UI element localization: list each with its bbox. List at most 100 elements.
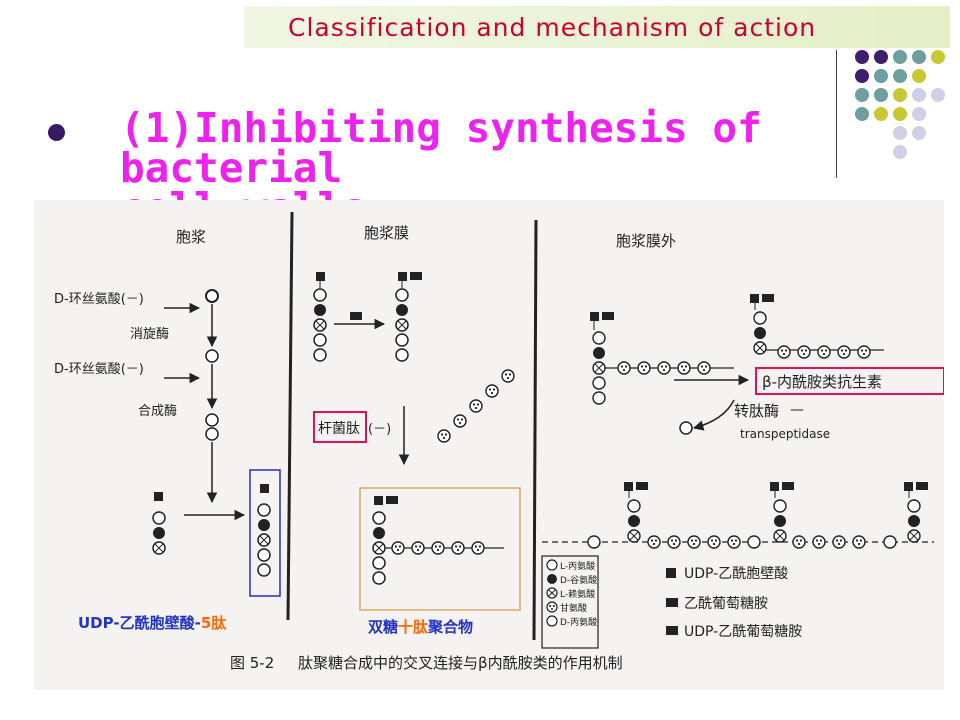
diagram-shape <box>797 542 801 546</box>
glycine-node <box>471 541 485 555</box>
glycine-node <box>832 535 846 549</box>
diagram-shape <box>822 352 826 356</box>
chain-node <box>396 304 408 316</box>
decor-dot <box>931 88 945 102</box>
crosslink-lower <box>542 482 934 549</box>
diagram-shape <box>664 365 668 368</box>
diagram-shape <box>682 368 686 372</box>
diagram-shape <box>837 542 841 546</box>
legend-d-ala: D-丙氨酸 <box>560 616 597 628</box>
chain-node <box>602 312 614 320</box>
diagram-shape <box>820 349 824 352</box>
decor-dot <box>893 88 907 102</box>
diagram-shape <box>732 542 736 546</box>
diagram-shape <box>454 545 458 548</box>
diagram-shape <box>839 539 843 542</box>
diagram-shape <box>476 403 480 406</box>
chain-node <box>774 515 786 527</box>
chain-node <box>313 288 327 302</box>
glycine-node <box>437 429 451 443</box>
diagram-shape <box>620 365 624 368</box>
diagram-shape <box>394 545 398 548</box>
decor-dot <box>874 69 888 83</box>
diagram-shape <box>844 349 848 352</box>
label-cytoplasm: 胞浆 <box>176 228 206 246</box>
diagram-shape <box>824 349 828 352</box>
legend-l-ala: L-丙氨酸 <box>560 560 595 572</box>
legend-gly: 甘氨酸 <box>560 602 587 614</box>
chain-node <box>395 333 409 347</box>
chain-node-x <box>372 541 386 555</box>
chain-node <box>372 556 386 570</box>
nag-marker <box>350 312 362 320</box>
diagram-shape <box>710 539 714 542</box>
diagram-shape <box>629 531 639 541</box>
decor-dot <box>893 69 907 83</box>
diagram-shape <box>815 539 819 542</box>
glycine-node <box>777 345 791 359</box>
chain-node-x <box>257 533 271 547</box>
label-cycloserine-2: D-环丝氨酸(－) <box>54 362 144 377</box>
legend-icon-l-lys <box>546 587 558 599</box>
diagram-shape <box>440 433 444 436</box>
chain-node <box>410 272 422 280</box>
legend-udp-nam: UDP-乙酰胞壁酸 <box>684 566 788 582</box>
chain-node <box>374 496 383 505</box>
diagram-shape <box>835 539 839 542</box>
legend-l-lys: L-赖氨酸 <box>560 588 595 600</box>
diagram-shape <box>909 531 919 541</box>
chain-node <box>395 288 409 302</box>
chain-node <box>747 535 761 549</box>
glycine-node <box>485 384 499 398</box>
chain-node <box>398 272 407 281</box>
glycine-node <box>697 361 711 375</box>
chain-node <box>883 535 897 549</box>
label-outside: 胞浆膜外 <box>616 232 676 250</box>
legend-icon-udp-nag <box>666 626 678 635</box>
glycine-node <box>453 414 467 428</box>
chain-node <box>587 535 601 549</box>
diagram-shape <box>438 545 442 548</box>
diagram-shape <box>640 365 644 368</box>
diagram-shape <box>396 548 400 552</box>
diagram-shape <box>855 539 859 542</box>
heading-line-1: (1)Inhibiting synthesis of bacterial <box>120 104 762 192</box>
diagram-shape <box>490 391 494 395</box>
diagram-shape <box>506 376 510 380</box>
glycine-row <box>385 541 504 555</box>
glycine-node <box>687 535 701 549</box>
diagram-shape <box>398 545 402 548</box>
diagram-shape <box>594 363 604 373</box>
diagram-shape <box>775 531 785 541</box>
diagram-shape <box>434 545 438 548</box>
diagram-shape <box>418 545 422 548</box>
chain-node <box>257 503 271 517</box>
diagram-shape <box>857 542 861 546</box>
glycine-node <box>647 535 661 549</box>
decor-dot <box>912 107 926 121</box>
chain-node <box>782 482 794 490</box>
diagram-shape <box>817 542 821 546</box>
chain-node <box>628 515 640 527</box>
chain-node <box>314 304 326 316</box>
diagram-shape <box>795 539 799 542</box>
decor-dot <box>912 50 926 64</box>
diagram-shape <box>662 368 666 372</box>
diagram-shape <box>416 548 420 552</box>
diagram-shape <box>504 373 508 376</box>
chain-node <box>916 482 928 490</box>
decor-dot <box>855 107 869 121</box>
diagram-shape <box>702 368 706 372</box>
chain-node <box>762 294 774 302</box>
chain-node <box>908 515 920 527</box>
diagram-shape <box>730 539 734 542</box>
diagram-shape <box>624 365 628 368</box>
bullet-dot <box>48 124 65 141</box>
diagram-shape <box>474 406 478 410</box>
figure-background <box>34 200 944 690</box>
glycine-node <box>411 541 425 555</box>
d-ala-monomer <box>205 289 219 303</box>
released-d-ala <box>679 421 693 435</box>
glycine-node <box>451 541 465 555</box>
membrane-divider-left <box>286 211 294 621</box>
